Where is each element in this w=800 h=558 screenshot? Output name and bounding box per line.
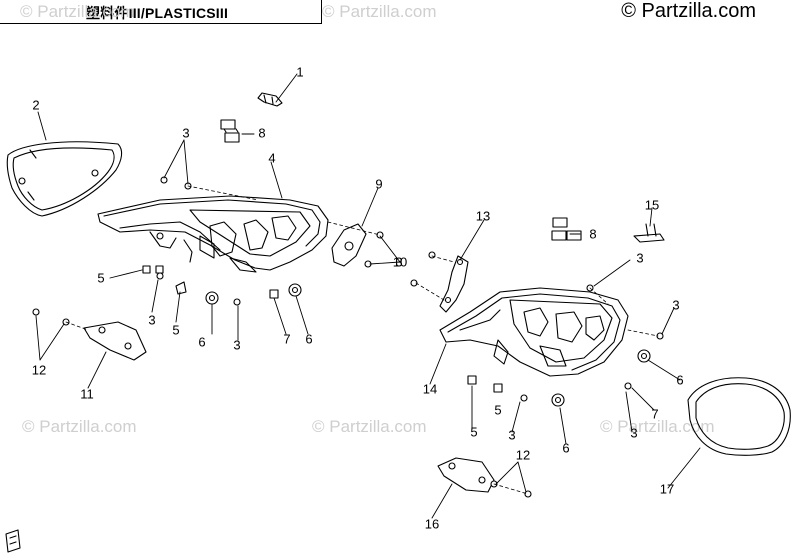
callout-16: 16 (424, 516, 440, 532)
callout-14: 14 (422, 381, 438, 397)
part-13-bracket (439, 255, 469, 313)
callout-17: 17 (659, 481, 675, 497)
watermark: © Partzilla.com (312, 417, 427, 436)
callout-8: 8 (589, 226, 597, 242)
callout-7: 7 (651, 406, 659, 422)
callout-12: 12 (515, 447, 531, 463)
callout-12: 12 (31, 362, 47, 378)
callout-3: 3 (233, 337, 241, 353)
callout-6: 6 (562, 440, 570, 456)
callout-2: 2 (32, 97, 40, 113)
watermark: © Partzilla.com (22, 417, 137, 436)
callout-6: 6 (676, 372, 684, 388)
callout-7: 7 (283, 331, 291, 347)
part-16-plate (437, 457, 495, 493)
page-title: 塑料件III/PLASTICSIII (86, 5, 229, 21)
copyright-label: © Partzilla.com (621, 0, 756, 22)
callout-6: 6 (305, 331, 313, 347)
fasteners (32, 176, 664, 498)
callout-3: 3 (672, 297, 680, 313)
callout-4: 4 (268, 150, 276, 166)
watermark: © Partzilla.com (322, 2, 437, 21)
callout-3: 3 (508, 427, 516, 443)
callout-8: 8 (258, 125, 266, 141)
watermark: © Partzilla.com (600, 417, 715, 436)
callout-9: 9 (375, 176, 383, 192)
part-8-clips-right (551, 217, 582, 241)
part-15-clip (633, 223, 665, 243)
leader-lines (35, 73, 701, 519)
callout-15: 15 (644, 197, 660, 213)
part-8-clips-left (220, 119, 240, 143)
alignment-lines (65, 185, 659, 495)
callout-6: 6 (198, 334, 206, 350)
callout-1: 1 (296, 64, 304, 80)
callout-5: 5 (494, 402, 502, 418)
part-17-right-side-cover (687, 377, 791, 456)
part-11-plate (83, 321, 147, 361)
part-1-bracket (257, 92, 283, 107)
cf-logo-icon (5, 529, 21, 553)
callout-3: 3 (182, 125, 190, 141)
watermark: © Partzilla.com (20, 2, 135, 21)
part-2-left-side-cover (6, 141, 123, 217)
callout-10: 10 (392, 254, 408, 270)
part-4-left-panel (97, 195, 329, 273)
callout-5: 5 (172, 322, 180, 338)
callout-5: 5 (470, 424, 478, 440)
callout-11: 11 (80, 386, 94, 402)
callout-13: 13 (475, 208, 491, 224)
callout-3: 3 (636, 250, 644, 266)
callout-3: 3 (395, 254, 403, 270)
part-14-right-panel (439, 287, 629, 377)
part-9-cover (331, 223, 367, 267)
callout-3: 3 (630, 425, 638, 441)
callout-5: 5 (97, 270, 105, 286)
callout-3: 3 (148, 312, 156, 328)
title-frame (0, 0, 322, 24)
